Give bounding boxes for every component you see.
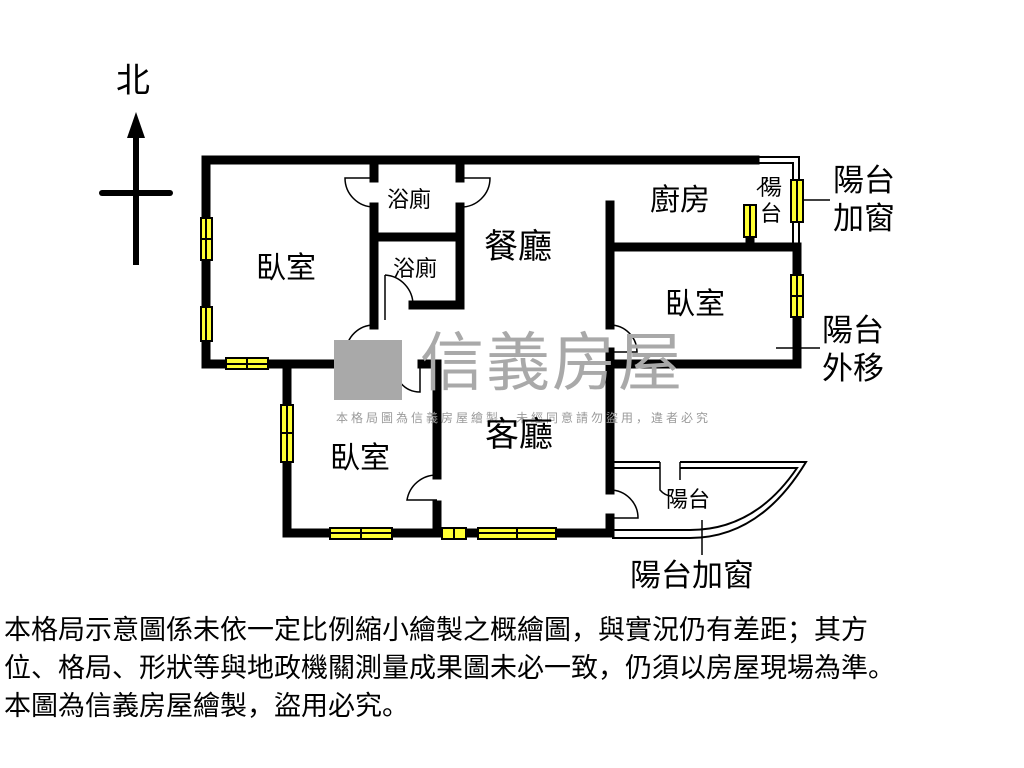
room-balcony-se: 陽台: [666, 488, 711, 513]
room-balcony-small: 陽台: [760, 176, 783, 227]
watermark-notice: 本格局圖為信義房屋繪製，未經同意請勿盜用，違者必究: [336, 411, 712, 425]
compass-label: 北: [116, 61, 150, 101]
room-bedroom-e: 臥室: [665, 287, 725, 322]
room-living: 客廳: [485, 415, 553, 455]
disclaimer: 本格局示意圖係未依一定比例縮小繪製之概繪圖，與實況仍有差距；其方 位、格局、形狀…: [4, 612, 1020, 726]
room-bathroom-1: 浴廁: [387, 188, 432, 213]
disclaimer-line-2: 位、格局、形狀等與地政機關測量成果圖未必一致，仍須以房屋現場為準。: [4, 653, 895, 684]
room-bathroom-2: 浴廁: [393, 257, 438, 282]
room-dining: 餐廳: [484, 227, 552, 267]
leader-lines: [701, 179, 830, 555]
annotation-se-balcony-window: 陽台加窗: [630, 558, 754, 594]
windows: [200, 179, 804, 540]
room-bedroom-nw: 臥室: [256, 251, 316, 286]
room-kitchen: 廚房: [650, 183, 710, 218]
annotation-ne-balcony-window: 陽台加窗: [833, 163, 895, 237]
annotation-e-balcony-moved: 陽台外移: [822, 313, 884, 387]
watermark-brand: 信義房屋: [420, 327, 684, 401]
room-bedroom-sw: 臥室: [330, 441, 390, 476]
north-arrow-icon: [99, 112, 173, 265]
disclaimer-line-3: 本圖為信義房屋繪製，盜用必究。: [4, 691, 409, 722]
watermark-logo-icon: [334, 340, 402, 400]
disclaimer-line-1: 本格局示意圖係未依一定比例縮小繪製之概繪圖，與實況仍有差距；其方: [4, 615, 868, 646]
floor-plan: [99, 112, 830, 555]
